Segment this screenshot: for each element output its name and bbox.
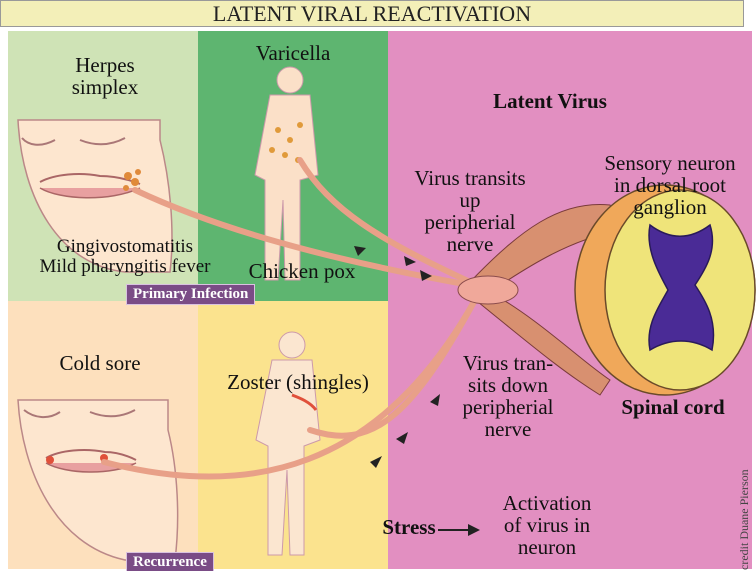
label-latent-virus: Latent Virus: [470, 90, 630, 112]
label-gingivostomatitis: Gingivostomatitis Mild pharyngitis fever: [8, 237, 242, 277]
face-lower-illustration: [18, 400, 178, 560]
label-virus-transits-up: Virus transits up peripherial nerve: [400, 167, 540, 255]
label-sensory-neuron: Sensory neuron in dorsal root ganglion: [584, 152, 756, 218]
label-zoster: Zoster (shingles): [208, 371, 388, 393]
body-lower-illustration: [256, 332, 320, 555]
label-chicken-pox: Chicken pox: [232, 260, 372, 282]
primary-infection-tag: Primary Infection: [126, 284, 255, 305]
label-activation: Activation of virus in neuron: [472, 492, 622, 558]
label-herpes-simplex: Herpes simplex: [40, 54, 170, 98]
credit-text: credit Duane Pierson: [738, 390, 751, 570]
recurrence-tag: Recurrence: [126, 552, 214, 571]
label-virus-transits-down: Virus tran- sits down peripherial nerve: [438, 352, 578, 440]
label-varicella: Varicella: [228, 42, 358, 64]
label-cold-sore: Cold sore: [30, 352, 170, 374]
label-stress: Stress: [374, 516, 444, 538]
label-spinal-cord: Spinal cord: [598, 396, 748, 418]
